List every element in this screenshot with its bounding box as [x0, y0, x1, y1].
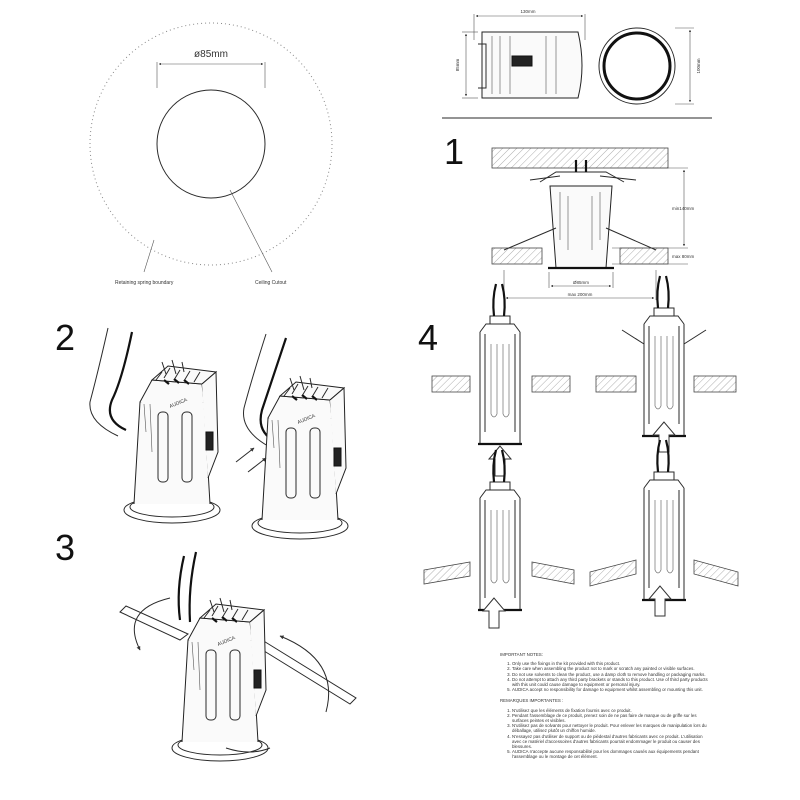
- notes-en-item: Do not use solvents to clean the product…: [512, 672, 710, 677]
- notes-en-item: Only use the fixings in the kit provided…: [512, 661, 710, 666]
- front-view-bezel: [602, 31, 672, 101]
- step1-min-height: min140mm: [672, 206, 695, 211]
- step-1-number: 1: [444, 131, 464, 172]
- notes-en-list: Only use the fixings in the kit provided…: [500, 661, 710, 692]
- notes-fr-heading: REMARQUES IMPORTANTES :: [500, 698, 564, 704]
- step-3: 3 AUDICA: [55, 527, 357, 763]
- notes-fr-list: N'utilisez que les éléments de fixation …: [500, 708, 710, 760]
- width-dimension: 130mm: [520, 9, 535, 14]
- step-1: 1 min140mm max 80mm Ø85mm max 200mm: [444, 131, 695, 300]
- step1-max-width: max 200mm: [568, 292, 593, 297]
- cutout-diameter-label: ø85mm: [194, 49, 228, 60]
- cutout-diagram: ø85mm Retaining spring boundary Ceiling …: [89, 22, 333, 286]
- product-dimension-views: 130mm 85mm 100mm: [442, 9, 712, 119]
- step-2-number: 2: [55, 317, 75, 358]
- notes-fr-item: AUDICA n'accepte aucune responsabilité p…: [512, 749, 710, 759]
- step-3-number: 3: [55, 527, 75, 568]
- notes-fr-item: N'essayez pas d'utiliser de support ou d…: [512, 734, 710, 750]
- speaker-cable: [108, 331, 134, 432]
- step1-upper-ceiling: [491, 147, 669, 169]
- notes-fr-item: N'utilisez pas de solvants pour nettoyer…: [512, 723, 710, 733]
- notes-en-item: Do not attempt to attach any third party…: [512, 677, 710, 687]
- notes-fr-item: Pendant l'assemblage de ce produit, pren…: [512, 713, 710, 723]
- step-4-number: 4: [418, 317, 438, 358]
- step-4: 4: [418, 274, 739, 629]
- step-2: 2 AUDICA AUDICA: [55, 317, 350, 541]
- retaining-spring-boundary: [89, 22, 333, 266]
- important-notes: IMPORTANT NOTES: Only use the fixings in…: [500, 652, 710, 766]
- ceiling-cutout-label: Ceiling Cutout: [255, 280, 287, 286]
- notes-en-item: AUDICA accept no responsibility for dama…: [512, 687, 710, 692]
- ceiling-cutout-circle: [156, 89, 266, 199]
- terminal-block: [511, 55, 533, 67]
- height-dimension: 85mm: [455, 59, 460, 72]
- step1-max-thickness: max 80mm: [672, 254, 695, 259]
- notes-en-heading: IMPORTANT NOTES:: [500, 652, 543, 657]
- notes-fr-item: N'utilisez que les éléments de fixation …: [512, 708, 710, 713]
- face-diameter-dimension: 100mm: [696, 58, 701, 73]
- front-view-outer: [598, 27, 676, 105]
- retaining-spring-label: Retaining spring boundary: [115, 280, 174, 286]
- notes-en-item: Take care when assembling the product no…: [512, 666, 710, 671]
- step1-cutout: Ø85mm: [573, 280, 589, 285]
